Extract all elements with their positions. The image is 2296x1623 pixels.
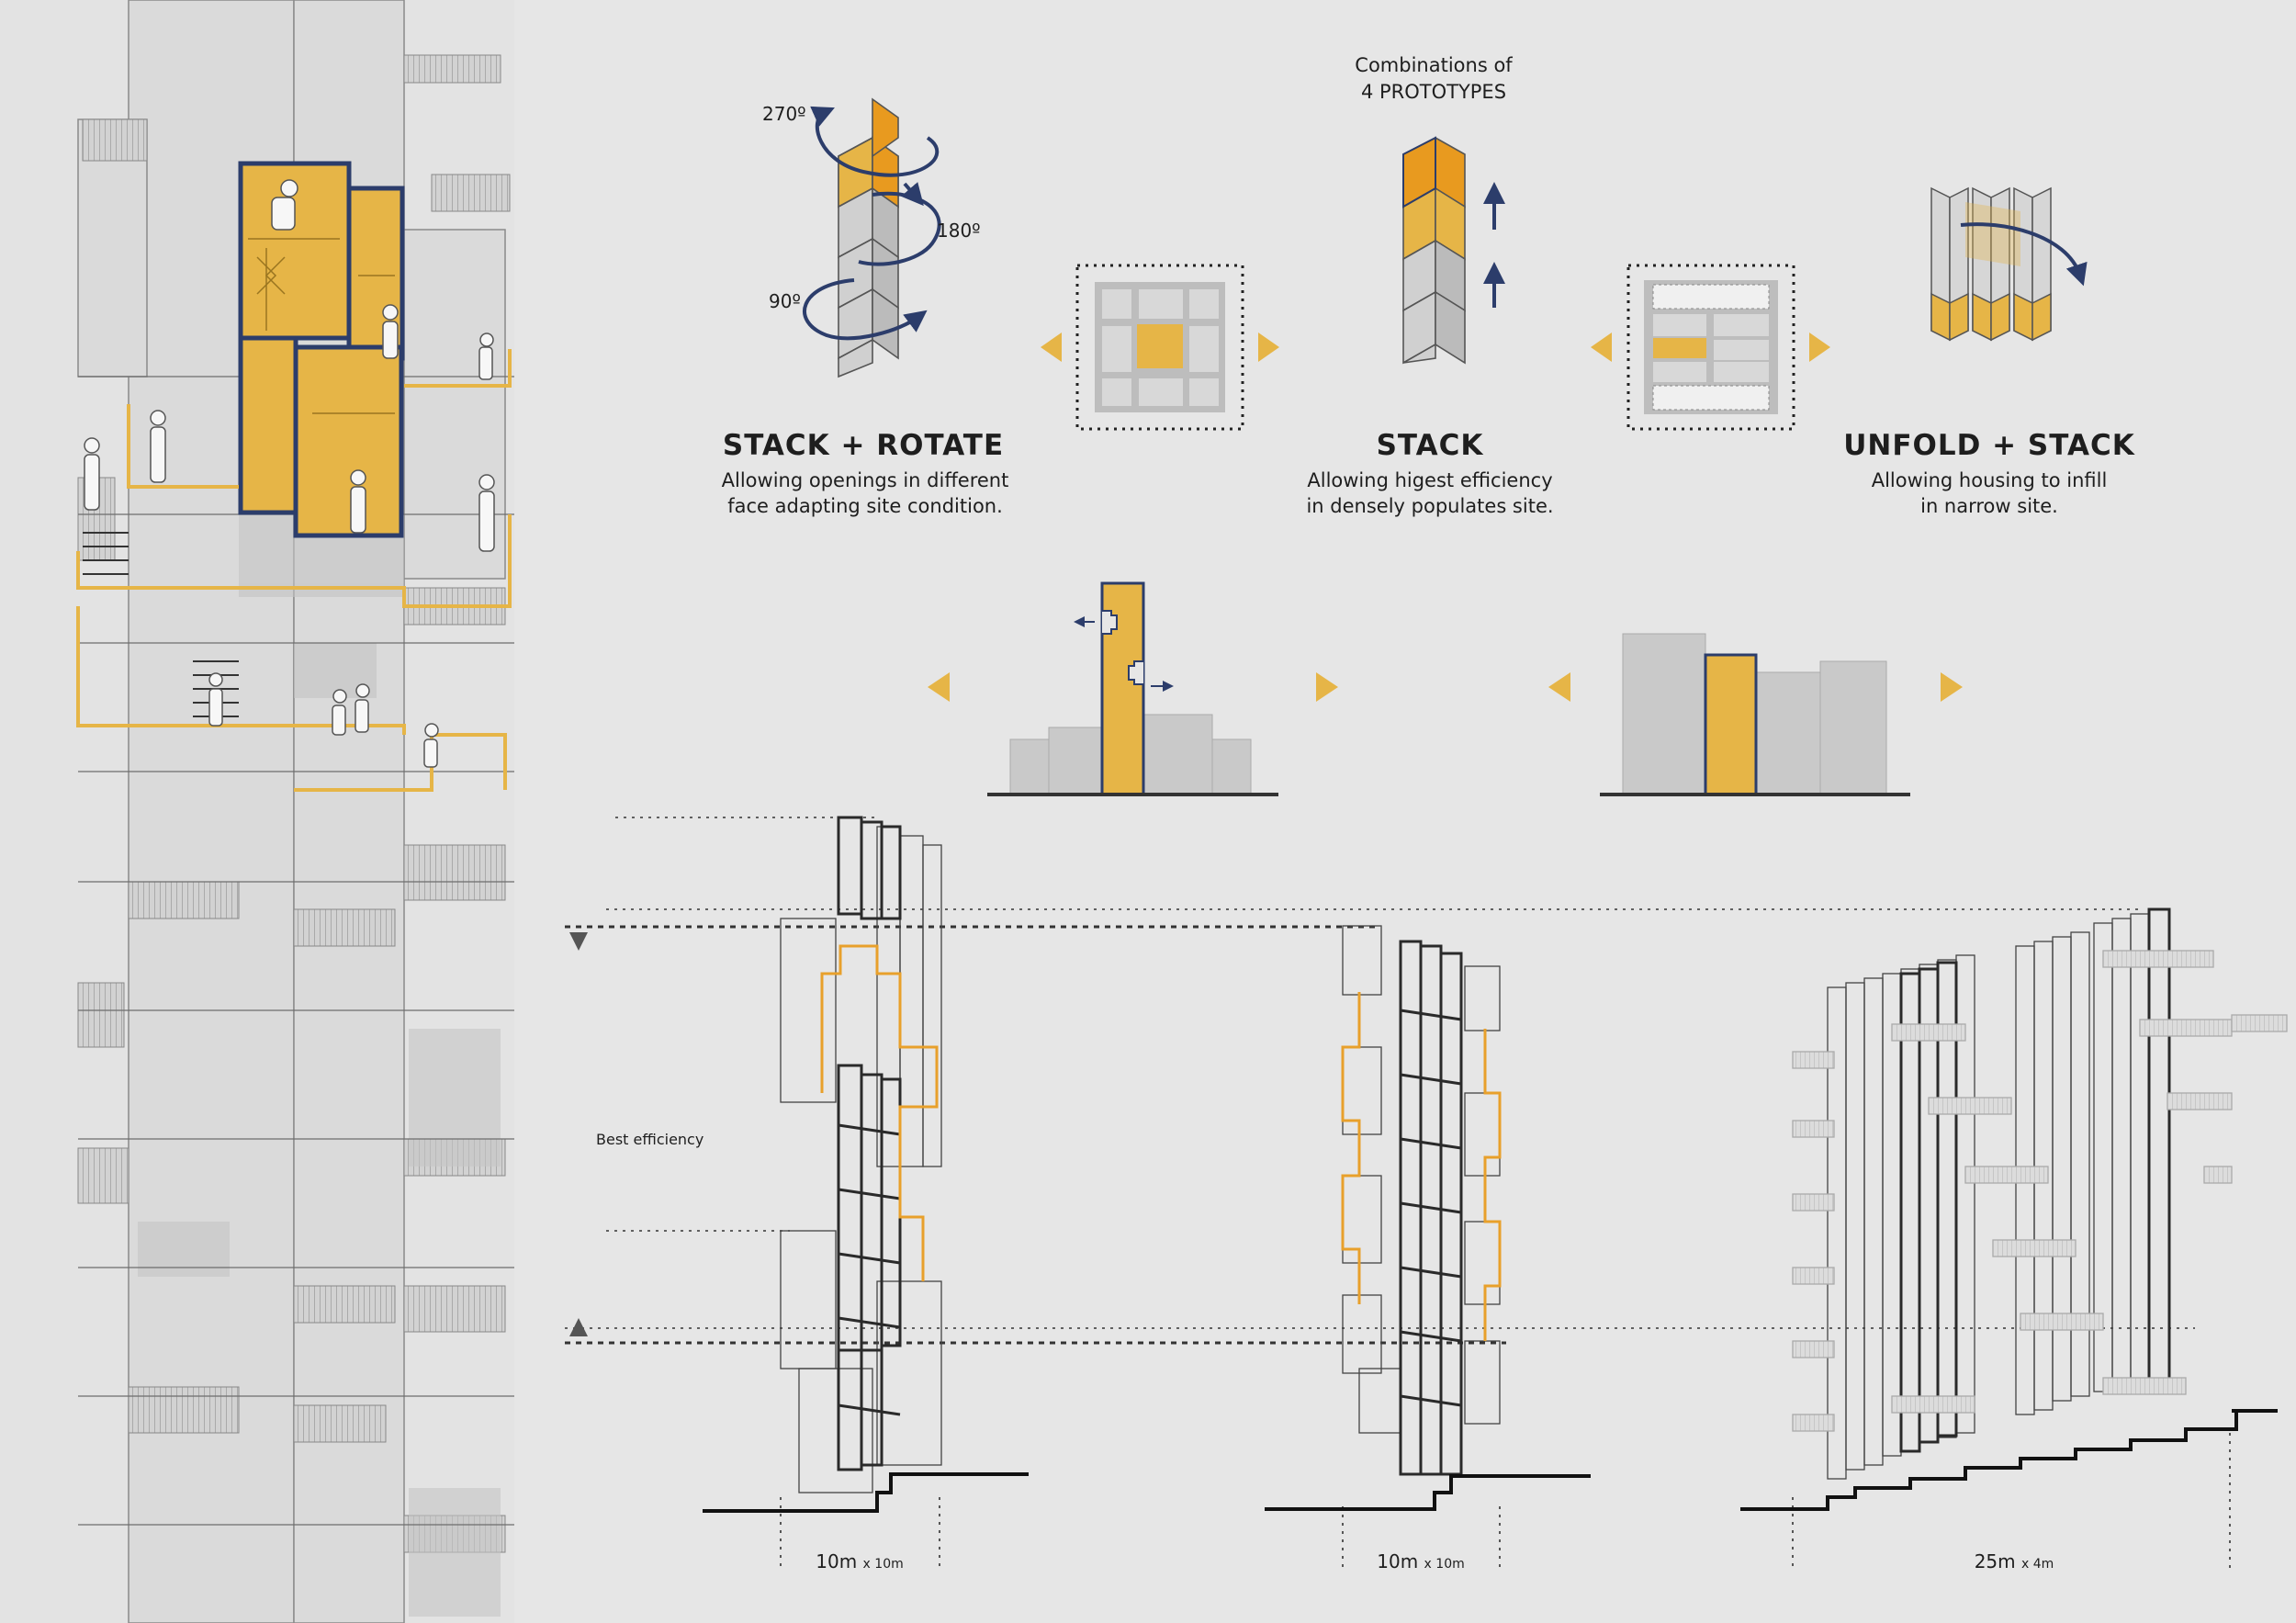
desc-line: Allowing openings in different <box>721 469 1009 491</box>
prototype-title-unfold-stack: UNFOLD + STACK <box>1843 429 2135 462</box>
angle-270-label: 270º <box>762 103 806 125</box>
unfold-stack-model <box>1930 186 2088 342</box>
nav-triangles-mid <box>928 672 1963 702</box>
angle-180-label: 180º <box>937 220 981 242</box>
desc-line: face adapting site condition. <box>727 495 1003 517</box>
site-plan-2 <box>1626 264 1795 431</box>
dimension-sub: x 10m <box>1424 1557 1465 1572</box>
best-efficiency-label: Best efficiency <box>596 1131 704 1148</box>
header-line-1: Combinations of <box>1355 54 1513 76</box>
prototype-desc-stack: Allowing higest efficiency in densely po… <box>1306 468 1553 519</box>
site-section-1 <box>987 581 1278 796</box>
dimension-main: 10m <box>1377 1550 1419 1572</box>
elevation-2 <box>1265 925 1591 1511</box>
elevation-1 <box>703 816 1029 1513</box>
angle-90-label: 90º <box>769 290 801 312</box>
dimension-label-2: 10m x 10m <box>1377 1550 1464 1572</box>
prototype-title-stack-rotate: STACK + ROTATE <box>722 429 1005 462</box>
prototype-desc-unfold-stack: Allowing housing to infill in narrow sit… <box>1872 468 2108 519</box>
efficiency-markers <box>569 932 588 1336</box>
dimension-main: 10m <box>816 1550 858 1572</box>
prototype-desc-stack-rotate: Allowing openings in different face adap… <box>722 468 1009 519</box>
header-line-2: 4 PROTOTYPES <box>1360 81 1507 103</box>
desc-line: Allowing housing to infill <box>1871 469 2108 491</box>
stack-rotate-tower <box>838 97 899 378</box>
desc-line: in densely populates site. <box>1306 495 1554 517</box>
site-plan-1 <box>1075 264 1244 431</box>
dimension-label-1: 10m x 10m <box>816 1550 903 1572</box>
prototype-title-stack: STACK <box>1376 429 1484 462</box>
reference-lines <box>565 817 2231 1571</box>
dimension-sub: x 10m <box>862 1557 904 1572</box>
dimension-sub: x 4m <box>2021 1557 2054 1572</box>
rotation-arrows <box>803 106 941 341</box>
desc-line: in narrow site. <box>1920 495 2058 517</box>
dimension-label-3: 25m x 4m <box>1975 1550 2054 1572</box>
section-drawing <box>0 0 514 1623</box>
prototypes-header: Combinations of 4 PROTOTYPES <box>1355 52 1512 106</box>
site-section-2 <box>1600 633 1910 796</box>
stack-tower <box>1402 136 1466 365</box>
dimension-main: 25m <box>1974 1550 2016 1572</box>
desc-line: Allowing higest efficiency <box>1307 469 1553 491</box>
elevation-3 <box>1740 907 2288 1511</box>
nav-triangles-top <box>1041 332 1830 362</box>
